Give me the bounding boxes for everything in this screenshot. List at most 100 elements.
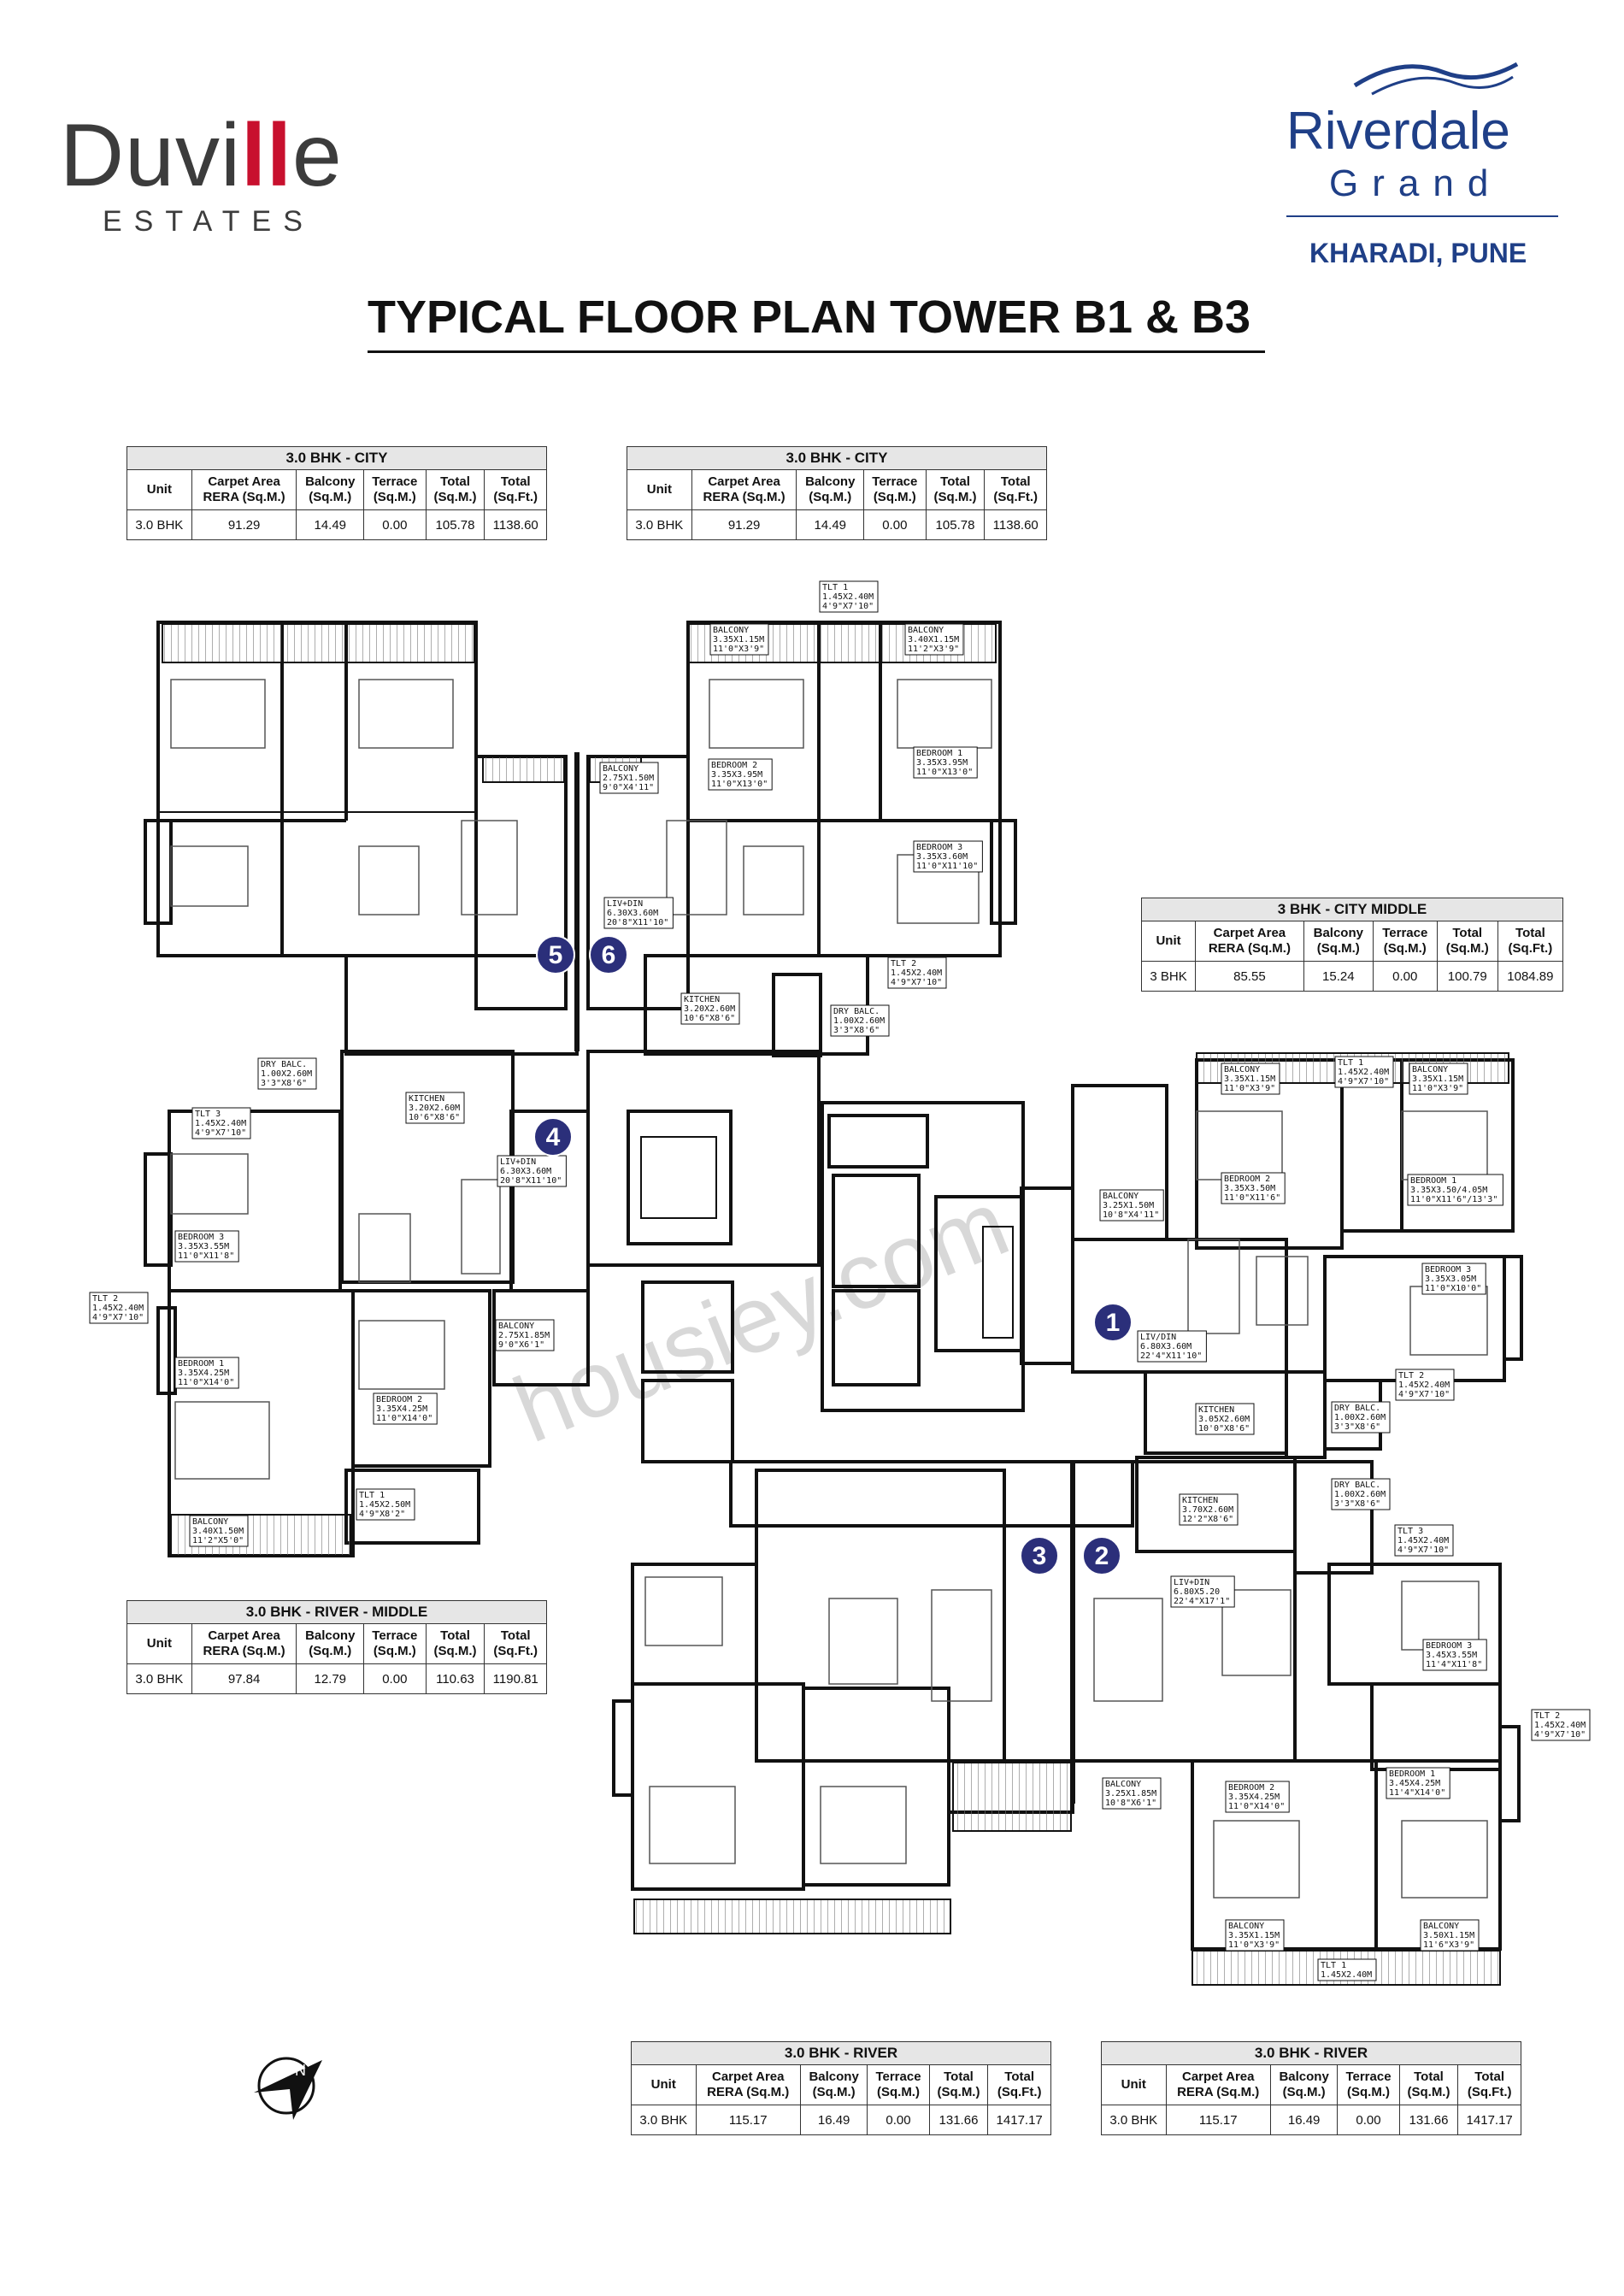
room-label-box (1386, 1767, 1450, 1799)
room-label-drybalc-a: 3'3"X8'6" (833, 1026, 880, 1035)
room-label-bed2-d: 3.35X4.25M (1228, 1793, 1280, 1802)
room-label-box (1137, 1330, 1207, 1363)
room-label-tlt1-b: 1.45X2.50M (359, 1500, 410, 1510)
room-label-bed1-c: 3.35X3.50/4.05M (1410, 1186, 1487, 1195)
room-label-balc-a: 11'0"X3'9" (713, 645, 764, 654)
room-label-kitchen-b: KITCHEN (409, 1094, 444, 1104)
room-label-balc-j: 11'0"X3'9" (1228, 1940, 1280, 1950)
room-label-kitchen-c: KITCHEN (1198, 1405, 1234, 1415)
room-label-tlt3-b: TLT 3 (195, 1110, 221, 1119)
room-label-box (174, 1230, 239, 1263)
room-label-drybalc-c: 3'3"X8'6" (1334, 1422, 1380, 1432)
table-value-cell: 1417.17 (987, 2105, 1051, 2135)
table-header-cell: Balcony(Sq.M.) (1269, 2064, 1339, 2105)
room-label-tlt3-b: 1.45X2.40M (195, 1119, 246, 1128)
table-header-cell: Unit (127, 469, 192, 510)
table-value-cell: 91.29 (191, 509, 297, 540)
room-label-balc-d: BALCONY (498, 1322, 534, 1331)
table-value-cell: 1190.81 (484, 1663, 547, 1694)
table-caption: 3.0 BHK - CITY (627, 446, 1047, 470)
room-label-balc-e: BALCONY (192, 1517, 228, 1527)
room-label-balc-b: 11'2"X3'9" (908, 645, 959, 654)
room-label-bed3-c: 11'0"X10'0" (1425, 1284, 1481, 1293)
room-label-bed1-d: 11'4"X14'0" (1389, 1788, 1445, 1798)
room-label-livdin-c: 6.80X3.60M (1140, 1342, 1192, 1351)
table-value-cell: 3 BHK (1140, 961, 1197, 992)
title-underline (368, 350, 1265, 353)
room-label-kitchen-a: 3.20X2.60M (684, 1004, 735, 1014)
table-header-cell: Total(Sq.M.) (928, 2064, 989, 2105)
table-value-cell: 1138.60 (984, 509, 1047, 540)
room-label-drybalc-d: DRY BALC. (1334, 1481, 1380, 1490)
room-label-balc-j: 3.35X1.15M (1228, 1931, 1280, 1940)
room-label-box (405, 1092, 465, 1124)
room-label-tlt2-d: TLT 2 (1534, 1711, 1560, 1721)
room-label-balc-c: 9'0"X4'11" (603, 783, 654, 792)
room-label-balc-e: 3.40X1.50M (192, 1527, 244, 1536)
room-label-drybalc-d: 3'3"X8'6" (1334, 1499, 1380, 1509)
table-header-cell: Balcony(Sq.M.) (296, 1623, 365, 1664)
table-value-cell: 3.0 BHK (1101, 2105, 1167, 2135)
table-header-cell: Total(Sq.Ft.) (987, 2064, 1051, 2105)
room-label-balc-g: BALCONY (1412, 1065, 1448, 1074)
room-label-drybalc-c: DRY BALC. (1334, 1404, 1380, 1413)
room-label-tlt2-c: 1.45X2.40M (1398, 1381, 1450, 1390)
table-value-cell: 3.0 BHK (631, 2105, 697, 2135)
room-label-box (1179, 1493, 1239, 1526)
room-label-balc-i: 3.25X1.85M (1105, 1789, 1156, 1799)
room-label-balc-k: 11'6"X3'9" (1423, 1940, 1474, 1950)
room-label-tlt2-c: TLT 2 (1398, 1371, 1424, 1381)
unit-marker-3 (1020, 1536, 1059, 1575)
table-value-cell: 0.00 (363, 1663, 427, 1694)
riverdale-wave-icon (1353, 62, 1519, 96)
unit-marker-label: 5 (549, 941, 563, 969)
room-label-bed2-c: 3.35X3.50M (1224, 1184, 1275, 1193)
table-value-cell: 14.49 (796, 509, 865, 540)
room-label-kitchen-d: 12'2"X8'6" (1182, 1515, 1233, 1524)
room-label-balc-h: 10'8"X4'11" (1103, 1210, 1159, 1220)
table-value-cell: 14.49 (296, 509, 365, 540)
table-value-cell: 131.66 (928, 2105, 989, 2135)
room-label-balc-f: 11'0"X3'9" (1224, 1084, 1275, 1093)
room-label-balc-k: 3.50X1.15M (1423, 1931, 1474, 1940)
room-label-bed1-b: 3.35X4.25M (178, 1369, 229, 1378)
table-header-cell: Terrace(Sq.M.) (867, 2064, 930, 2105)
room-label-bed1-c: BEDROOM 1 (1410, 1176, 1456, 1186)
room-label-box (1420, 1919, 1480, 1952)
room-label-box (356, 1488, 415, 1521)
room-label-tlt1-b: TLT 1 (359, 1491, 385, 1500)
table-value-cell: 1417.17 (1457, 2105, 1521, 2135)
room-label-box (1195, 1403, 1255, 1435)
room-label-livdin-c: LIV/DIN (1140, 1333, 1176, 1342)
room-label-tlt1-d: TLT 1 (1321, 1961, 1346, 1970)
room-label-balc-h: BALCONY (1103, 1192, 1139, 1201)
table-header-cell: Total(Sq.M.) (425, 469, 485, 510)
room-label-tlt1-c: 4'9"X7'10" (1338, 1077, 1389, 1086)
room-label-tlt1-top: 1.45X2.40M (822, 592, 874, 602)
table-header-cell: Terrace(Sq.M.) (863, 469, 927, 510)
table-header-cell: Balcony(Sq.M.) (1303, 921, 1374, 962)
room-label-box (887, 957, 947, 989)
room-label-tlt1-top: 4'9"X7'10" (822, 602, 874, 611)
room-label-bed1-b: 11'0"X14'0" (178, 1378, 234, 1387)
table-header-cell: Total(Sq.Ft.) (1457, 2064, 1521, 2105)
room-label-drybalc-b: 3'3"X8'6" (261, 1079, 307, 1088)
table-header-cell: Terrace(Sq.M.) (363, 1623, 427, 1664)
room-label-bed3-c: BEDROOM 3 (1425, 1265, 1471, 1275)
room-label-box (1225, 1781, 1290, 1813)
room-label-box (89, 1292, 149, 1324)
unit-marker-1 (1093, 1303, 1133, 1342)
room-label-drybalc-b: DRY BALC. (261, 1060, 307, 1069)
table-header-cell: Total(Sq.M.) (925, 469, 986, 510)
room-label-livdin-c: 22'4"X11'10" (1140, 1351, 1202, 1361)
room-label-bed1-b: BEDROOM 1 (178, 1359, 224, 1369)
room-label-balc-b: 3.40X1.15M (908, 635, 959, 645)
room-label-bed2-c: 11'0"X11'6" (1224, 1193, 1280, 1203)
room-label-tlt2-d: 1.45X2.40M (1534, 1721, 1586, 1730)
